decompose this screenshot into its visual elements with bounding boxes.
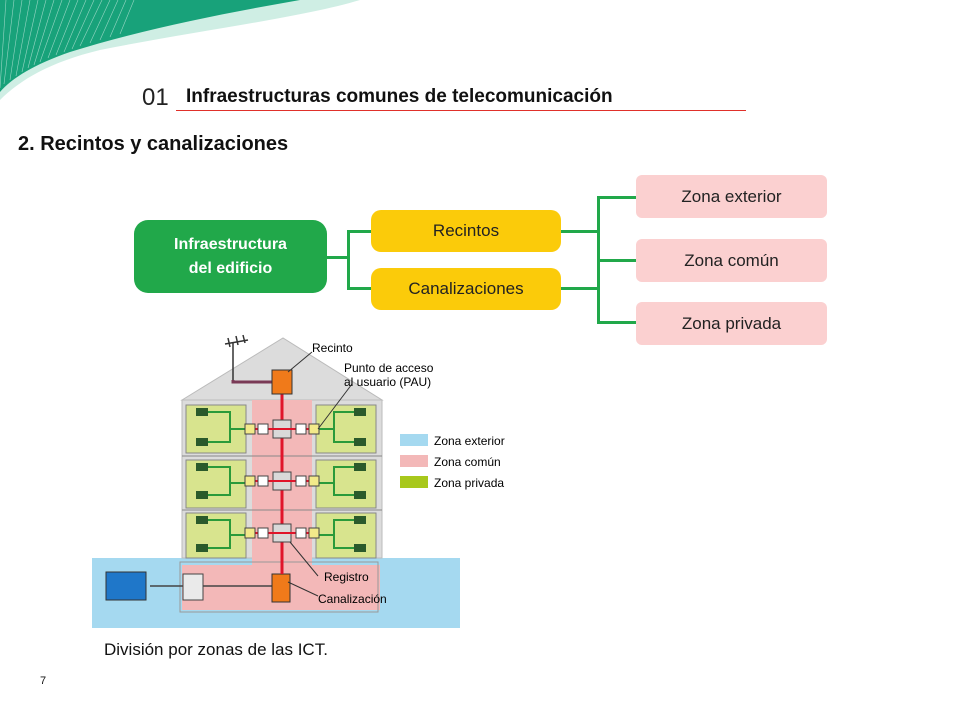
node-canalizaciones: Canalizaciones xyxy=(371,268,561,310)
swoosh-mesh xyxy=(0,0,135,89)
recinto-bottom-box xyxy=(271,573,291,603)
chapter-title: Infraestructuras comunes de telecomunica… xyxy=(186,86,613,107)
label-pau-line1: Punto de acceso xyxy=(344,361,434,375)
page-number: 7 xyxy=(40,675,47,687)
antenna-icon xyxy=(224,334,249,380)
outlets xyxy=(196,408,366,552)
section-title: 2. Recintos y canalizaciones xyxy=(18,133,289,155)
private-wiring xyxy=(202,411,360,549)
connector-to-zona-exterior xyxy=(597,196,637,199)
legend-label-comun: Zona común xyxy=(434,455,501,469)
connector-canalizaciones-stem xyxy=(560,287,600,290)
legend-label-exterior: Zona exterior xyxy=(434,434,505,448)
label-canalizacion: Canalización xyxy=(318,592,387,606)
legend: Zona exterior Zona común Zona privada xyxy=(400,434,505,490)
legend-label-privada: Zona privada xyxy=(434,476,504,490)
chapter-title-underline xyxy=(176,110,746,111)
connector-to-zona-privada xyxy=(597,321,637,324)
node-zona-privada: Zona privada xyxy=(636,302,827,345)
swoosh-dark xyxy=(0,0,300,92)
figure-caption: División por zonas de las ICT. xyxy=(104,640,328,659)
connector-root-vertical xyxy=(347,230,350,289)
connector-root-stem xyxy=(327,256,349,259)
label-registro: Registro xyxy=(324,570,369,584)
antenna-cable xyxy=(231,380,280,384)
connector-to-canalizaciones xyxy=(347,287,371,290)
exterior-arqueta-box xyxy=(105,571,147,601)
recinto-top-box xyxy=(271,369,293,395)
connector-to-recintos xyxy=(347,230,371,233)
node-recintos: Recintos xyxy=(371,210,561,252)
legend-swatch-comun xyxy=(400,455,428,467)
chapter-number: 01 xyxy=(142,84,169,111)
header-swoosh-decoration xyxy=(0,0,360,100)
leader-lines xyxy=(287,351,353,597)
node-root-line1: Infraestructura xyxy=(174,235,287,253)
legend-swatch-exterior xyxy=(400,434,428,446)
building-zones-illustration: Recinto Punto de acceso al usuario (PAU)… xyxy=(92,334,505,628)
node-zona-comun: Zona común xyxy=(636,239,827,282)
base-outline xyxy=(179,561,379,613)
connector-to-zona-comun xyxy=(597,259,637,262)
legend-swatch-privada xyxy=(400,476,428,488)
registros xyxy=(182,419,292,601)
label-recinto: Recinto xyxy=(312,341,353,355)
node-root-line2: del edificio xyxy=(188,259,273,277)
label-pau-line2: al usuario (PAU) xyxy=(344,375,431,389)
node-zona-exterior: Zona exterior xyxy=(636,175,827,218)
pau-boxes xyxy=(244,423,320,539)
connector-recintos-stem xyxy=(560,230,600,233)
node-infraestructura-edificio: Infraestructura del edificio xyxy=(134,220,327,293)
